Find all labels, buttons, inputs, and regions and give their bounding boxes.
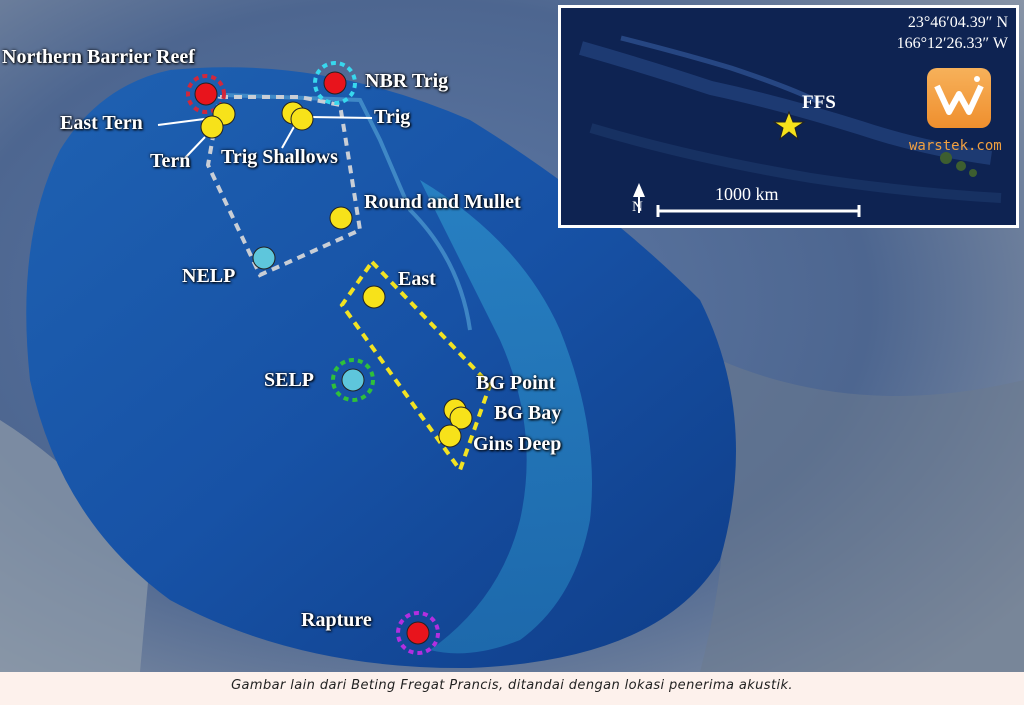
nelp-marker (252, 246, 276, 270)
label-northern-barrier-reef: Northern Barrier Reef (2, 46, 195, 68)
north-arrow-icon (633, 183, 645, 197)
reef-crest (420, 180, 592, 654)
label-gins-deep: Gins Deep (473, 433, 562, 455)
northern-receiver-box (205, 95, 363, 278)
label-rapture: Rapture (301, 609, 372, 631)
label-trig-shallows: Trig Shallows (221, 146, 338, 168)
ffs-label: FFS (802, 92, 836, 113)
gins-deep-marker (438, 424, 462, 448)
ffs-star-icon (772, 110, 806, 141)
reef-line (224, 93, 472, 331)
tern-marker (200, 115, 224, 139)
latitude-text: 23°46′04.39″ N (907, 14, 1008, 31)
map-view: Northern Barrier Reef NBR Trig East Tern… (0, 0, 1024, 672)
trig-marker (290, 107, 314, 131)
nbr-trig-ring (313, 61, 357, 105)
selp-ring (331, 358, 375, 402)
figure-caption: Gambar lain dari Beting Fregat Prancis, … (231, 678, 793, 693)
seafloor-left (0, 420, 150, 672)
longitude-text: 166°12′26.33″ W (896, 35, 1008, 52)
east-tern-leader (157, 117, 213, 126)
logo-w-icon (934, 76, 984, 115)
trig-leader (309, 116, 373, 119)
logo-text: warstek.com (909, 138, 1002, 154)
label-tern: Tern (150, 150, 191, 172)
label-trig: Trig (374, 106, 411, 128)
nbr-trig-marker (323, 71, 347, 95)
warstek-logo (927, 68, 991, 128)
rapture-ring (396, 611, 440, 655)
label-selp: SELP (264, 369, 315, 391)
east-marker (362, 285, 386, 309)
trig-shallows-leader (281, 124, 296, 149)
round-and-mullet-marker (329, 206, 353, 230)
label-east: East (398, 268, 436, 290)
rapture-marker (406, 621, 430, 645)
tern-leader (184, 136, 206, 159)
label-bg-bay: BG Bay (494, 402, 562, 424)
locator-inset: 23°46′04.39″ N 166°12′26.33″ W FFS N 100… (558, 5, 1019, 228)
label-nbr-trig: NBR Trig (365, 70, 449, 92)
label-nelp: NELP (182, 265, 236, 287)
northern-barrier-reef-ring (186, 74, 226, 114)
seafloor-right (700, 360, 1024, 672)
east-receiver-box (339, 258, 493, 475)
bg-bay-marker (449, 406, 473, 430)
label-bg-point: BG Point (476, 372, 556, 394)
label-round-and-mullet: Round and Mullet (364, 191, 521, 213)
label-east-tern: East Tern (60, 112, 143, 134)
selp-marker (341, 368, 365, 392)
north-label: N (632, 199, 643, 215)
scale-label: 1000 km (715, 184, 779, 204)
northern-barrier-reef-marker (194, 82, 218, 106)
